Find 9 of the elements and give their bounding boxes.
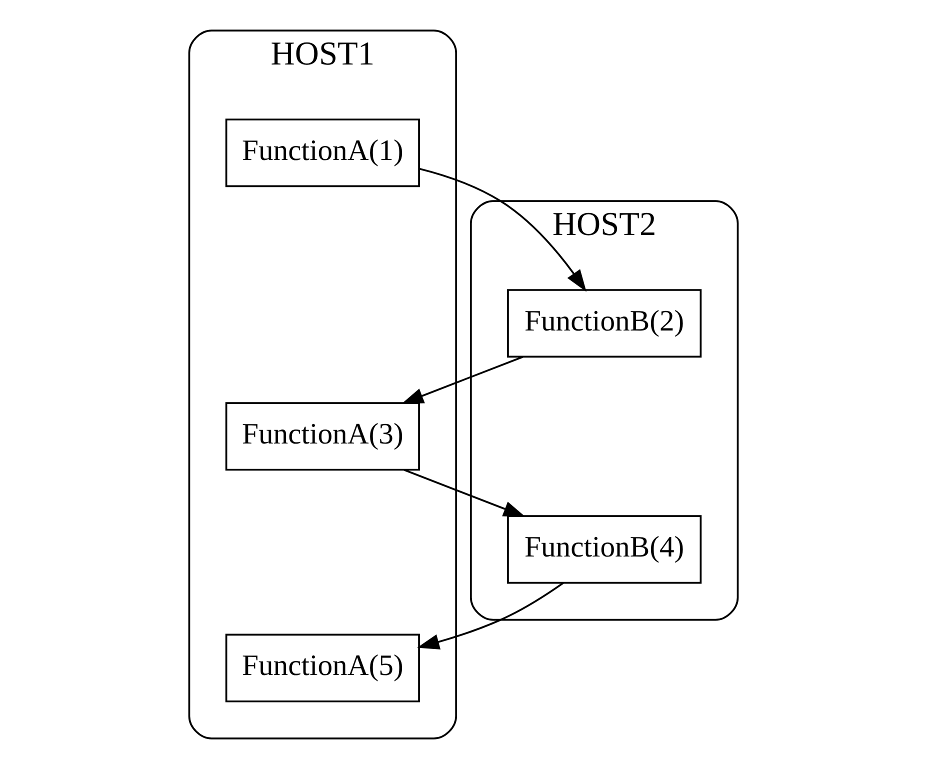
node-box: FunctionB(4) — [506, 515, 702, 584]
arrow — [403, 469, 526, 518]
node-box: FunctionA(1) — [224, 118, 420, 188]
arrow — [416, 582, 564, 650]
arrow — [418, 168, 586, 292]
node-box: FunctionB(2) — [506, 289, 702, 358]
arrow — [400, 356, 523, 404]
node-box: FunctionA(3) — [224, 402, 420, 471]
node-box: FunctionA(5) — [224, 634, 420, 702]
